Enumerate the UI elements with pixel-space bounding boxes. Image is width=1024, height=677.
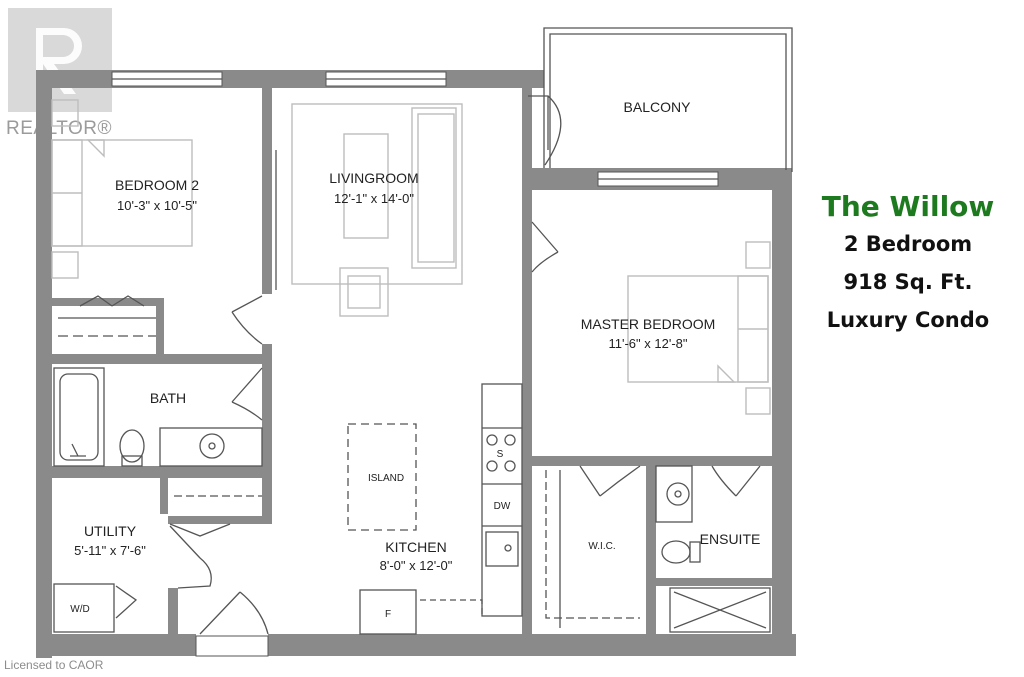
fridge-label: F [385, 609, 391, 620]
livingroom-label: LIVINGROOM [329, 170, 418, 186]
wall-bottom-left [36, 634, 196, 656]
wall-bath-utility [52, 466, 272, 478]
windows [111, 71, 719, 187]
utility-fixtures: W/D UTILITY 5'-11" x 7'-6" [53, 495, 262, 633]
bedroom2-furniture: BEDROOM 2 10'-3" x 10'-5" [51, 99, 199, 337]
realtor-logo: REALTOR® [6, 6, 120, 139]
bedroom2-dims: 10'-3" x 10'-5" [117, 198, 197, 213]
property-type: Luxury Condo [826, 308, 990, 332]
wall-utility-closet [168, 516, 268, 524]
ensuite-label: ENSUITE [700, 531, 761, 547]
wall-ensuite-shower [656, 578, 772, 586]
stove-label: S [497, 449, 504, 460]
bath-label: BATH [150, 390, 186, 406]
wall-wic-ensuite [646, 456, 656, 636]
ensuite-fixtures: ENSUITE [655, 465, 771, 633]
kitchen-fixtures: ISLAND S DW F KITCHEN 8'-0" x 12'-0" [347, 383, 523, 635]
square-footage: 918 Sq. Ft. [843, 270, 973, 294]
wall-bed2-closet-side [156, 298, 164, 358]
master-label: MASTER BEDROOM [581, 316, 716, 332]
wall-bath-kitchen [262, 344, 272, 524]
dishwasher-label: DW [494, 501, 511, 512]
interior-walls [52, 88, 772, 636]
livingroom-dims: 12'-1" x 14'-0" [334, 191, 414, 206]
wall-utility-entry [168, 588, 178, 636]
wall-bottom-right [268, 634, 796, 656]
entry [195, 635, 269, 657]
bedroom2-label: BEDROOM 2 [115, 177, 199, 193]
kitchen-label: KITCHEN [385, 539, 446, 555]
model-name: The Willow [821, 190, 995, 223]
livingroom-furniture: LIVINGROOM 12'-1" x 14'-0" [275, 103, 463, 317]
washer-dryer-label: W/D [70, 604, 89, 615]
utility-dims: 5'-11" x 7'-6" [74, 543, 146, 558]
island-label: ISLAND [368, 473, 404, 484]
wall-bed2-living [262, 88, 272, 294]
balcony: BALCONY [528, 27, 793, 172]
master-furniture: MASTER BEDROOM 11'-6" x 12'-8" [581, 241, 771, 415]
realtor-logo-text: REALTOR® [6, 118, 112, 139]
wall-living-master [522, 88, 532, 634]
wall-left [36, 70, 52, 658]
kitchen-dims: 8'-0" x 12'-0" [380, 558, 453, 573]
doors [79, 221, 761, 635]
bedroom-count: 2 Bedroom [843, 232, 973, 256]
wall-bed2-bath [52, 354, 272, 364]
utility-label: UTILITY [84, 523, 137, 539]
balcony-label: BALCONY [624, 99, 692, 115]
wic-label: W.I.C. [588, 541, 615, 552]
master-dims: 11'-6" x 12'-8" [609, 336, 688, 351]
wic-fixtures: W.I.C. [545, 470, 640, 628]
license-notice: Licensed to CAOR [4, 658, 104, 672]
realtor-r-icon [36, 28, 82, 94]
wall-closet-side [160, 478, 168, 514]
listing-title-block: The Willow 2 Bedroom 918 Sq. Ft. Luxury … [800, 190, 1016, 343]
wall-right [772, 172, 792, 656]
bath-fixtures: BATH [53, 367, 263, 467]
